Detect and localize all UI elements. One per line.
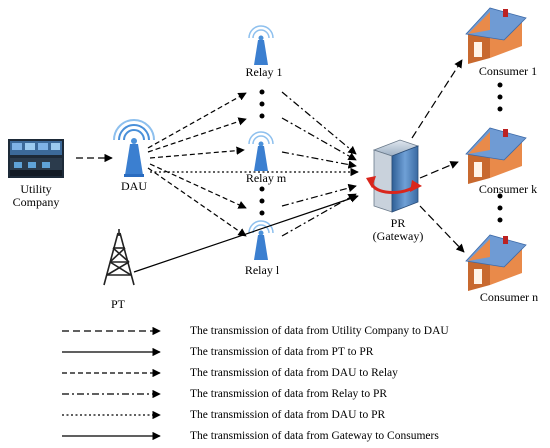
relay-2-to-pr-link <box>281 117 357 161</box>
relay-1-label: Relay 1 <box>245 65 283 79</box>
dau-label: DAU <box>121 179 147 193</box>
utility-label-line2: Company <box>12 195 60 209</box>
dau-antenna-icon <box>113 119 155 177</box>
legend-text-utility-to-dau: The transmission of data from Utility Co… <box>190 325 449 337</box>
gateway-to-consumer-1-link <box>411 59 463 139</box>
utility-company-icon <box>8 139 64 178</box>
dau-to-relay-1-link <box>147 92 247 149</box>
relay-1-antenna-icon <box>248 25 274 65</box>
pt-tower-icon <box>103 229 135 286</box>
relay-4-to-pr-link <box>281 183 357 207</box>
utility-label-line1: Utility <box>20 182 52 196</box>
relay-ellipsis-dots <box>259 89 265 216</box>
legend-text-dau-to-pr: The transmission of data from DAU to PR <box>190 409 386 421</box>
consumer-k-label: Consumer k <box>478 182 538 196</box>
legend-text-dau-to-relay: The transmission of data from DAU to Rel… <box>190 367 398 379</box>
consumer-n-house-icon <box>465 234 527 291</box>
pr-gateway-label: PR (Gateway) <box>373 217 424 243</box>
gateway-to-consumer-n-link <box>419 205 465 253</box>
legend-text-relay-to-pr: The transmission of data from Relay to P… <box>190 388 388 400</box>
consumer-k-house-icon <box>465 127 527 184</box>
relay-1-to-pr-link <box>281 91 357 155</box>
gateway-to-consumer-k-link <box>419 161 459 179</box>
pt-to-pr-link <box>133 194 359 273</box>
dau-to-relay-l-link <box>147 167 247 237</box>
consumer-n-label: Consumer n <box>479 290 539 304</box>
legend-text-pt-to-pr: The transmission of data from PT to PR <box>190 346 374 358</box>
relay-l-antenna-icon <box>248 220 274 260</box>
relay-l-label: Relay l <box>244 263 280 277</box>
utility-company-label: Utility Company <box>13 183 60 209</box>
pr-label-line2: (Gateway) <box>372 229 424 243</box>
consumer-1-house-icon <box>465 7 527 64</box>
pr-label-line1: PR <box>390 216 406 230</box>
consumer-ellipsis-dots <box>497 82 503 223</box>
relay-m-antenna-icon <box>248 131 274 171</box>
dau-to-relay-m-link <box>149 146 245 159</box>
dau-to-relay-link-2 <box>147 117 247 153</box>
relay-m-label: Relay m <box>245 171 287 185</box>
pt-label: PT <box>110 297 126 311</box>
pr-gateway-server-icon <box>366 139 422 213</box>
relay-m-to-pr-link <box>281 151 357 169</box>
legend-text-gateway-to-consumers: The transmission of data from Gateway to… <box>190 430 439 442</box>
consumer-1-label: Consumer 1 <box>478 64 538 78</box>
dau-to-relay-link-4 <box>149 163 247 209</box>
